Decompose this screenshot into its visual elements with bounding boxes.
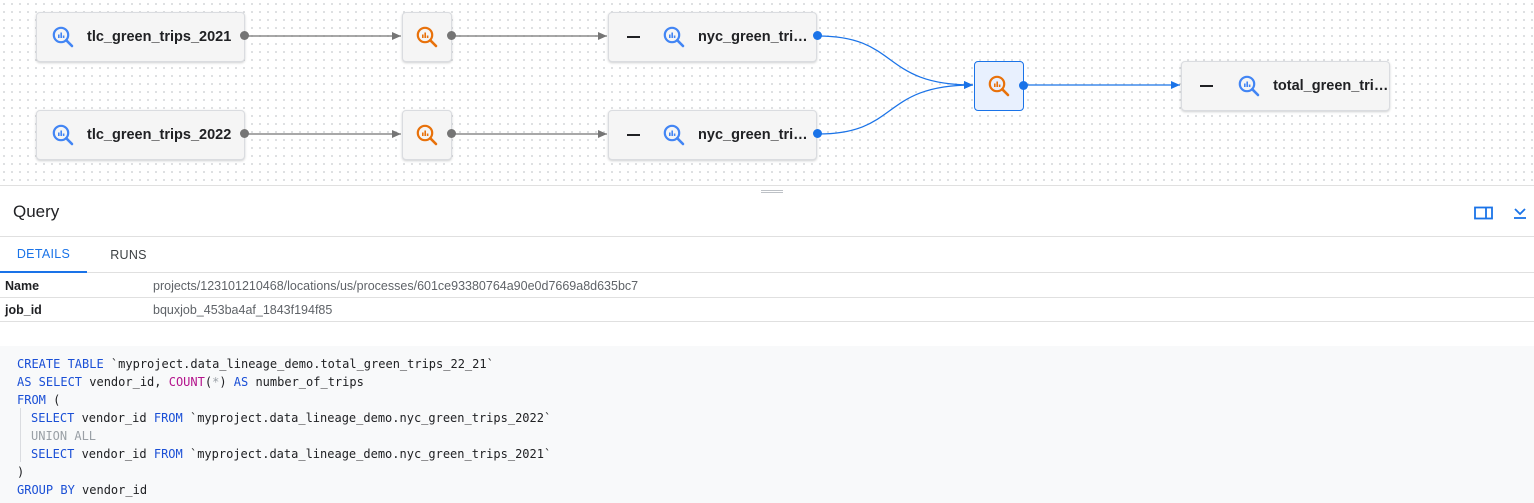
node-nyc-green-trips-2[interactable]: nyc_green_trips…: [608, 110, 817, 160]
collapse-panel-icon[interactable]: [1510, 204, 1530, 222]
panel-resize-handle[interactable]: [761, 190, 783, 193]
bigquery-table-icon: [51, 25, 75, 49]
sql-query-code: CREATE TABLE `myproject.data_lineage_dem…: [0, 346, 1534, 503]
property-row-name: Name projects/123101210468/locations/us/…: [0, 274, 1534, 298]
node-nyc-green-trips-1[interactable]: nyc_green_trips…: [608, 12, 817, 62]
tab-details[interactable]: DETAILS: [0, 237, 87, 273]
output-port: [447, 129, 456, 138]
output-port: [447, 31, 456, 40]
tab-runs[interactable]: RUNS: [110, 248, 147, 262]
sql-line: ): [17, 465, 25, 479]
panel-tabs: DETAILS RUNS: [0, 236, 1534, 273]
output-port: [1019, 81, 1028, 90]
output-port: [813, 31, 822, 40]
panel-title: Query: [13, 202, 60, 221]
property-value: bquxjob_453ba4af_1843f194f85: [153, 303, 333, 317]
output-port: [813, 129, 822, 138]
bigquery-table-icon: [662, 123, 686, 147]
sql-line: SELECT vendor_id FROM `myproject.data_li…: [31, 411, 552, 425]
lineage-graph-canvas[interactable]: tlc_green_trips_2021 nyc_green_trips… tl…: [0, 0, 1534, 186]
bigquery-table-icon: [1237, 74, 1261, 98]
sql-line: CREATE TABLE `myproject.data_lineage_dem…: [17, 357, 494, 371]
sql-line: SELECT vendor_id FROM `myproject.data_li…: [31, 447, 552, 461]
bigquery-job-icon: [987, 74, 1011, 98]
node-job-2[interactable]: [402, 110, 452, 160]
sql-line: GROUP BY vendor_id: [17, 483, 148, 497]
side-panel-icon[interactable]: [1474, 204, 1494, 222]
output-port: [240, 129, 249, 138]
output-port: [240, 31, 249, 40]
node-tlc-green-trips-2022[interactable]: tlc_green_trips_2022: [36, 110, 245, 160]
property-row-job-id: job_id bquxjob_453ba4af_1843f194f85: [0, 298, 1534, 322]
property-key: Name: [5, 279, 40, 293]
collapse-icon[interactable]: [627, 36, 641, 38]
node-tlc-green-trips-2021[interactable]: tlc_green_trips_2021: [36, 12, 245, 62]
bigquery-job-icon: [415, 25, 439, 49]
bigquery-job-icon: [415, 123, 439, 147]
node-label: tlc_green_trips_2021: [87, 29, 232, 45]
property-key: job_id: [5, 303, 42, 317]
collapse-icon[interactable]: [627, 134, 641, 136]
node-label: tlc_green_trips_2022: [87, 127, 232, 143]
bigquery-table-icon: [51, 123, 75, 147]
node-job-union-selected[interactable]: [974, 61, 1024, 111]
edge-nyc2-to-union: [817, 81, 974, 135]
node-total-green-trips[interactable]: total_green_trip…: [1181, 61, 1390, 111]
bigquery-table-icon: [662, 25, 686, 49]
node-job-1[interactable]: [402, 12, 452, 62]
node-label: nyc_green_trips…: [698, 127, 816, 143]
node-label: total_green_trip…: [1273, 78, 1389, 94]
lineage-edges: [245, 32, 1180, 138]
sql-line: UNION ALL: [31, 429, 97, 443]
sql-line: AS SELECT vendor_id, COUNT(*) AS number_…: [17, 375, 364, 389]
indent-guide: [20, 408, 21, 462]
edge-nyc1-to-union: [817, 35, 974, 89]
sql-line: FROM (: [17, 393, 61, 407]
node-label: nyc_green_trips…: [698, 29, 816, 45]
property-value: projects/123101210468/locations/us/proce…: [153, 279, 639, 293]
collapse-icon[interactable]: [1200, 85, 1214, 87]
